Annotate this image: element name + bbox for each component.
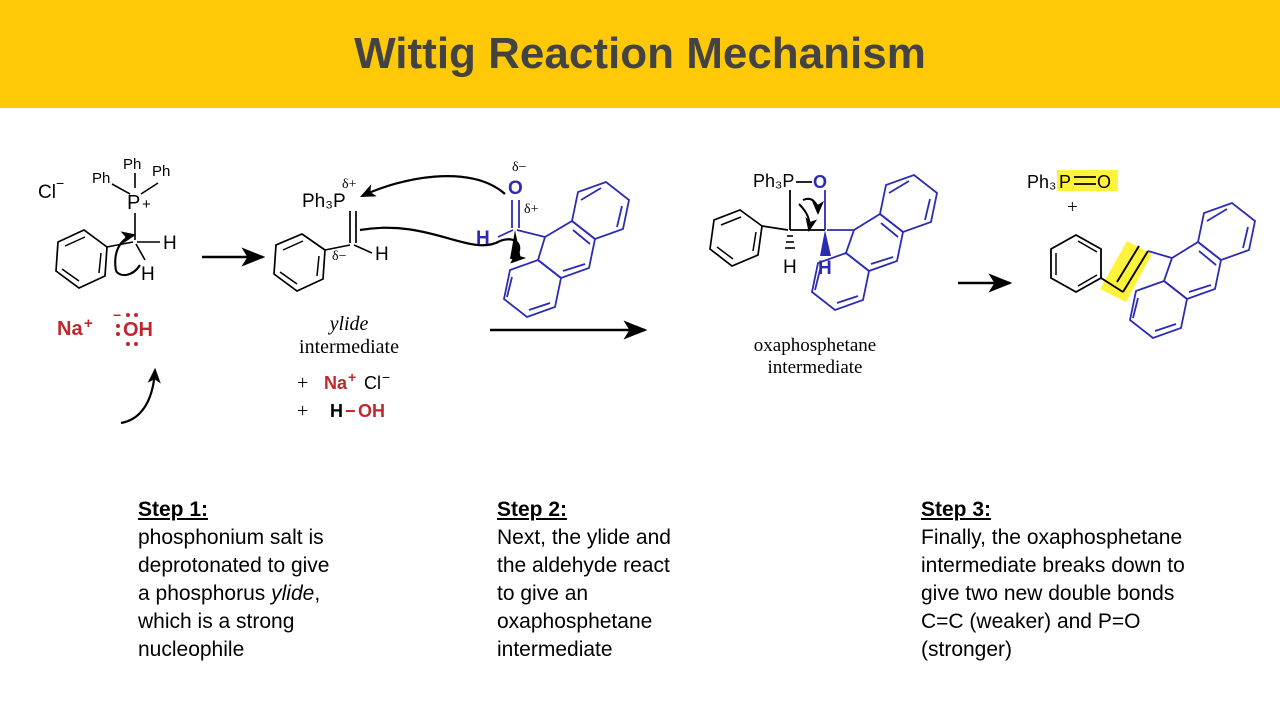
ph-right-label: Ph [152,163,170,180]
byproduct2-plus: + [297,400,308,422]
step-1-body-italic: ylide [271,582,315,605]
ylide-h-label: H [375,244,389,265]
h-lower-label: H [141,264,155,285]
phenyl-ring-1 [55,229,108,289]
phenyl-ring-product [1050,233,1102,294]
ph-left-label: Ph [92,170,110,187]
h-right-label: H [163,233,177,254]
oxaphos-caption-line2: intermediate [768,357,863,378]
step-1-heading: Step 1: [138,498,209,521]
phosphorus-charge: + [142,196,151,213]
product-ph3-label: Ph₃ [1027,172,1056,192]
byproduct2-dash: − [345,401,356,421]
page-title: Wittig Reaction Mechanism [354,29,926,78]
step-1-body-pre: phosphonium salt is deprotonated to give… [138,526,330,605]
ph-top-label: Ph [123,156,141,173]
phenyl-ring-3 [709,209,763,267]
curved-arrow-ylide-to-carbonyl [360,175,506,197]
title-banner: Wittig Reaction Mechanism [0,0,1280,108]
aldehyde-delta-minus: δ− [512,160,527,175]
curved-arrow-deprotonation [114,231,137,272]
hydroxide-charge: − [113,307,121,323]
phenyl-ring-2 [273,233,326,292]
step-1-body-post: , which is a strong nucleophile [138,582,321,661]
chloride-label: Cl [38,182,56,203]
structure-aldehyde: δ− O δ+ H [476,160,630,319]
aldehyde-delta-plus: δ+ [524,202,539,217]
structure-phosphonium-salt: Cl − Ph Ph Ph P + H H [38,156,177,425]
aldehyde-wedge [510,230,521,259]
ylide-caption-line1: ylide [328,313,369,335]
ylide-caption-line2: intermediate [299,336,399,358]
step-2-heading: Step 2: [497,498,568,521]
oxaphos-caption-line1: oxaphosphetane [754,335,876,356]
ylide-delta-plus: δ+ [342,177,357,192]
byproduct2-h: H [330,401,343,421]
oxaphos-h-right-label: H [818,258,832,279]
aldehyde-h-label: H [476,228,490,249]
cc-double-bond-highlight [1100,241,1152,302]
oxaphos-h-left-label: H [783,257,797,278]
ylide-delta-minus: δ− [332,249,347,264]
po-highlight [1057,170,1118,191]
byproduct1-plus: + [297,372,308,394]
oxaphos-oxygen-label: O [813,172,827,192]
product-plus-sign: + [1067,197,1078,218]
chloride-charge: − [56,175,64,191]
hash-bond-h-left [785,235,795,249]
step-3-heading: Step 3: [921,498,992,521]
step-2-body: Next, the ylide and the aldehyde react t… [497,526,671,661]
byproduct1-chloride: Cl [364,373,381,393]
scheme-graphics: Cl − Ph Ph Ph P + H H [38,156,1256,425]
step-3-text: Step 3: Finally, the oxaphosphetane inter… [921,468,1251,692]
curved-arrow-po-break [802,197,824,215]
curved-arrow-hydroxide-attack [120,367,161,425]
byproduct1-sodium-charge: + [348,369,356,385]
aldehyde-oxygen-label: O [508,178,523,199]
phosphorus-label: P [127,192,140,214]
curved-arrow-cc-form [798,203,818,232]
hydroxide-label: OH [123,319,153,341]
product-o-label: O [1097,172,1111,192]
anthracenyl-ring-system-2 [811,173,938,312]
byproduct1-chloride-charge: − [382,369,390,385]
oxaphos-ph3p-label: Ph₃P [753,171,794,191]
structure-oxaphosphetane: Ph₃P O H H [709,171,938,378]
ph3p-label: Ph₃P [302,191,346,212]
step-1-body: phosphonium salt is deprotonated to give… [138,524,478,664]
step-1-text: Step 1: phosphonium salt is deprotonated … [138,468,478,692]
structure-ylide: Ph₃P δ+ δ− H ylide [273,177,399,422]
reaction-scheme: Cl − Ph Ph Ph P + H H [0,108,1280,458]
anthracenyl-ring-system-3 [1129,201,1256,340]
anthracenyl-ring-system-1 [503,180,630,319]
byproduct2-oh: OH [358,401,385,421]
step-3-body: Finally, the oxaphosphetane intermediate… [921,526,1185,661]
sodium-label: Na [57,318,83,340]
sodium-charge: + [84,315,93,332]
structure-products: Ph₃ P O + [1027,170,1256,340]
byproduct1-sodium: Na [324,373,348,393]
hydroxide-lone-pairs [116,313,138,346]
wedge-bond-h-right [820,230,831,256]
step-2-text: Step 2: Next, the ylide and the aldehyde … [497,468,727,692]
product-p-label: P [1059,172,1071,192]
